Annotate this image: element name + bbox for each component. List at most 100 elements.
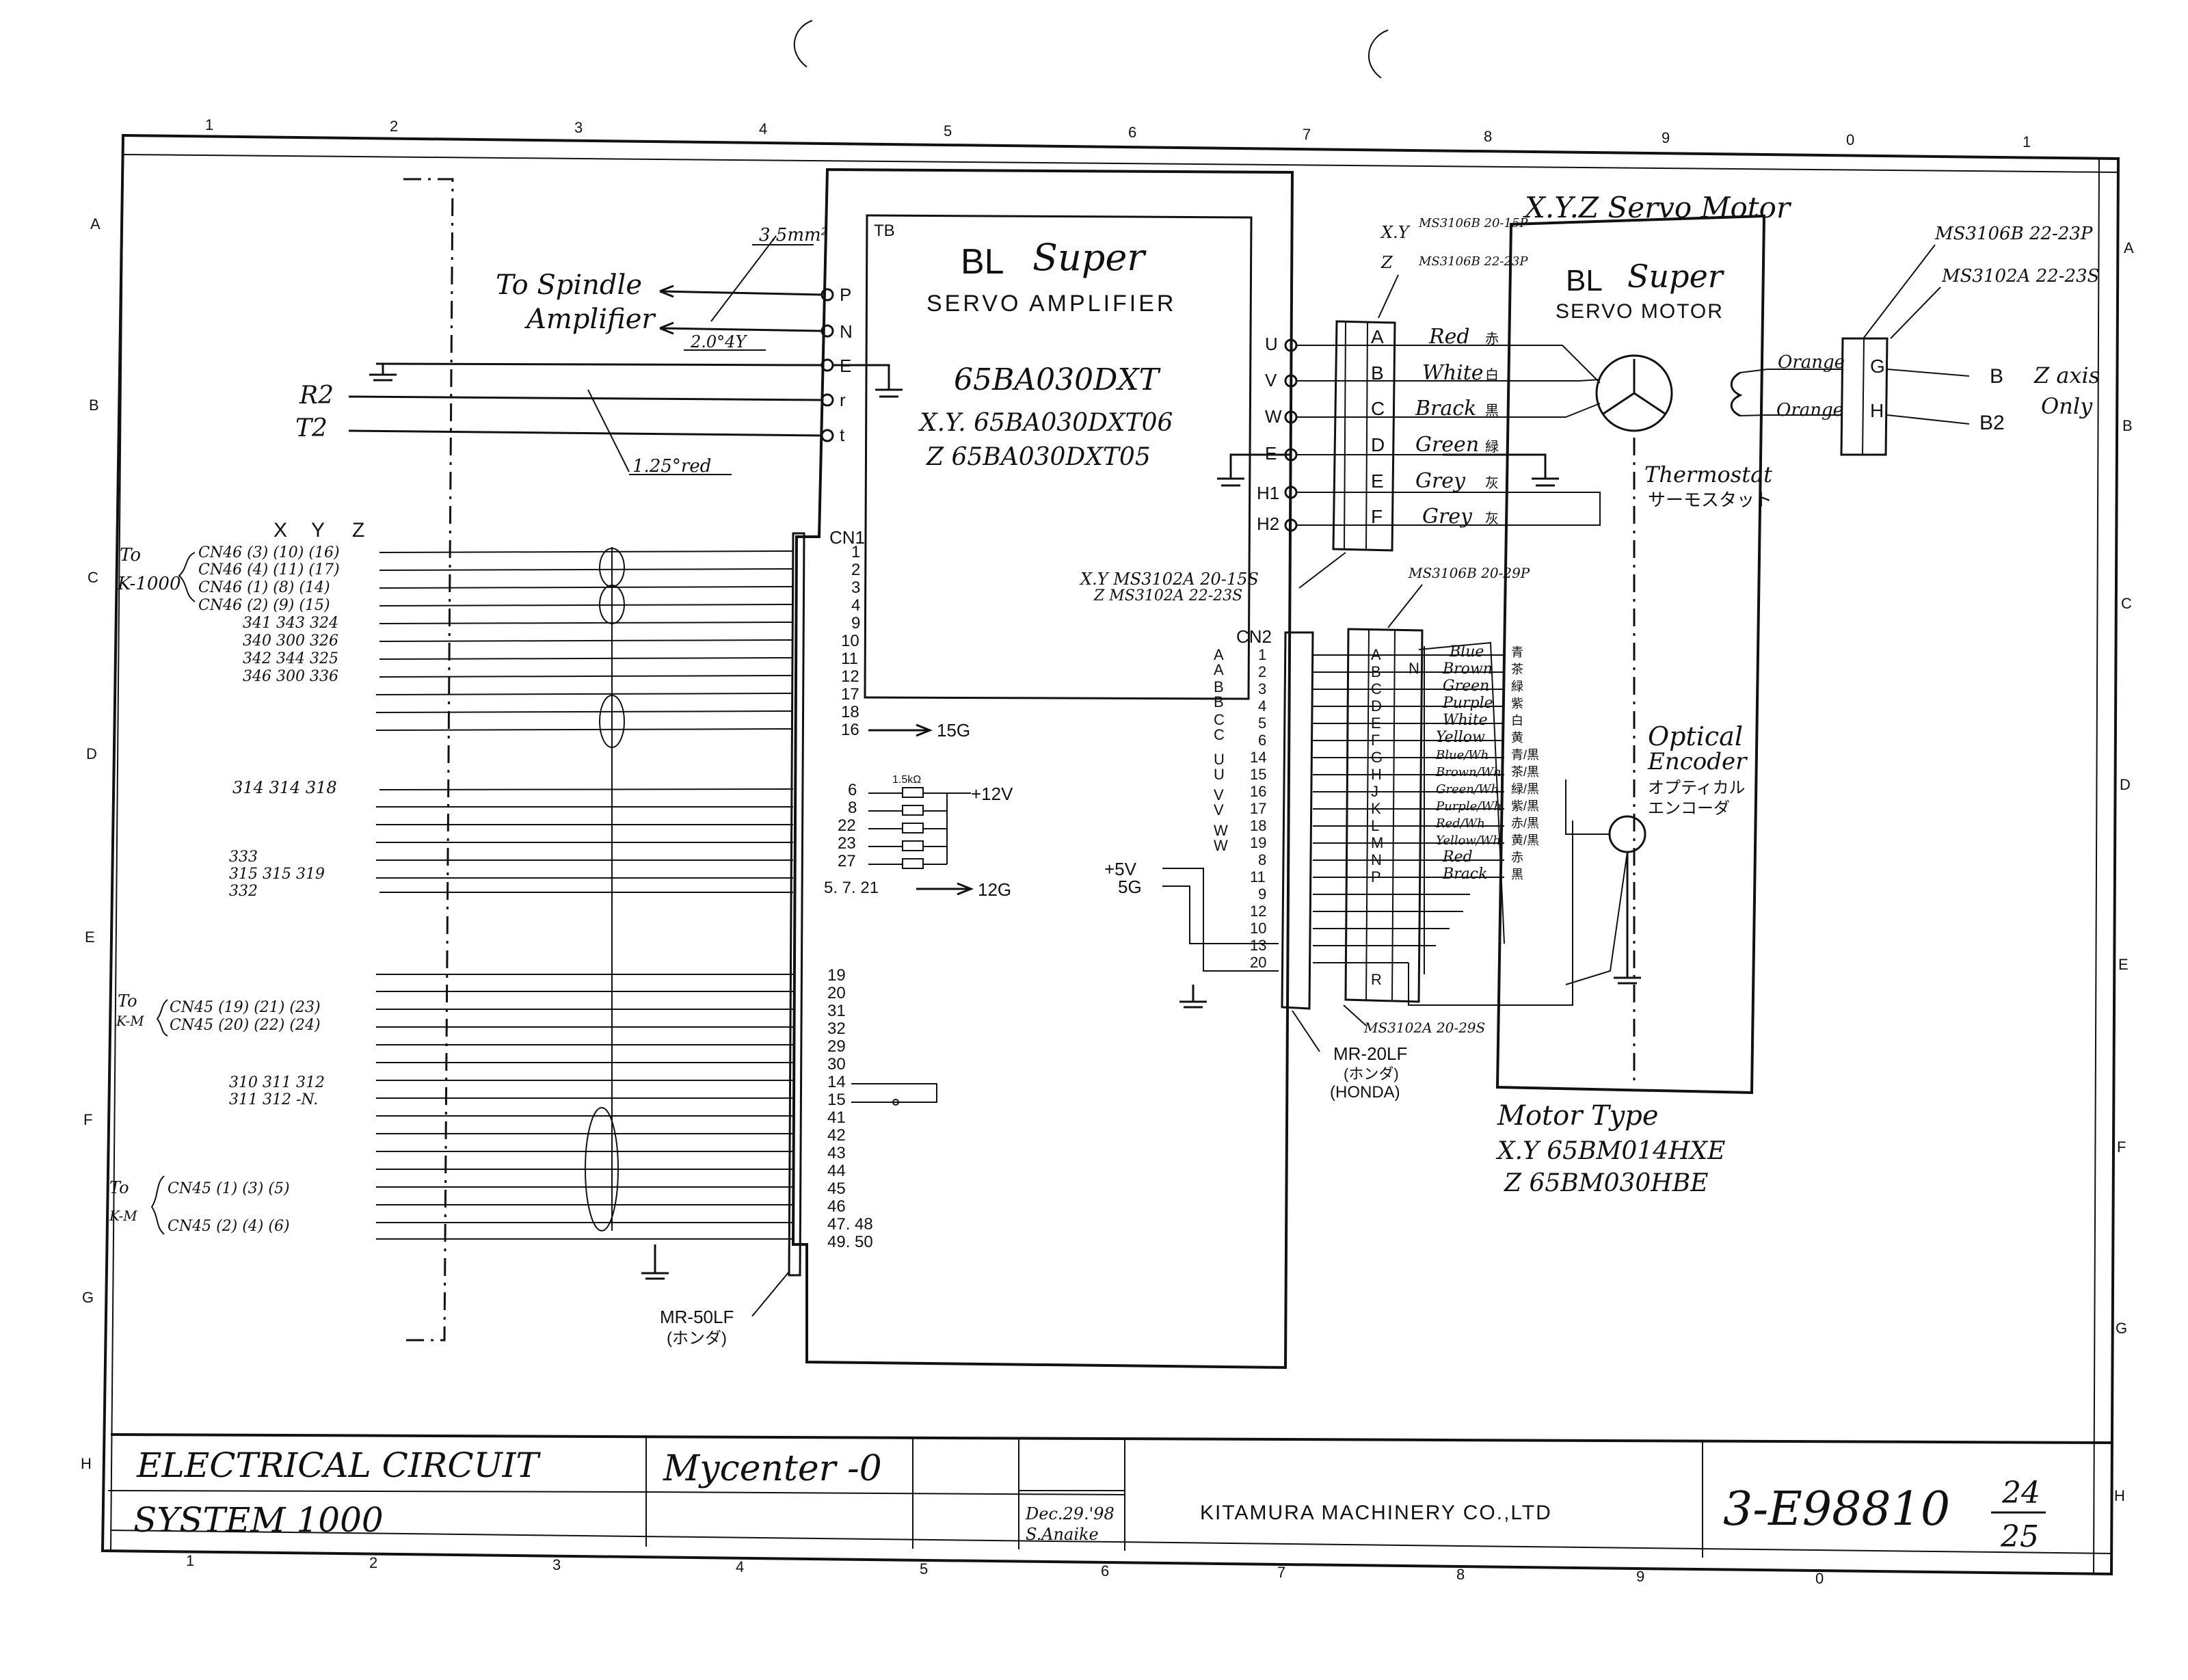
out-12v: +12V [971,784,1013,804]
cn1-pin-17: 17 [841,685,859,704]
ec-letter-p: P [1371,868,1381,885]
pc-jp-black: 黒 [1485,403,1499,418]
ec-jp-10: 紫/黒 [1511,799,1539,813]
ec-jp-11: 赤/黒 [1511,816,1539,830]
brake-pin-g: G [1870,356,1885,377]
row-right-e: E [2118,956,2129,973]
pc-pin-a: A [1371,326,1384,347]
col-top-3: 3 [574,119,583,136]
cn1-connector: MR-50LF (ホンダ) [660,532,805,1348]
tb-pin-v: V [1265,370,1277,390]
ec-color-7: Blue/Wh [1435,748,1489,762]
bot-nums-1: 310 311 312 [229,1074,325,1091]
cn1-pin-22: 22 [838,816,856,835]
title-line-1: ELECTRICAL CIRCUIT [136,1445,541,1485]
k1000-label: K-1000 [117,574,181,594]
lower-c-label: 332 [229,883,258,900]
thermostat-jp: サーモスタット [1648,490,1772,510]
brake-pin-h: H [1870,400,1884,421]
cn1-pin-2: 2 [851,561,860,579]
ec-jp-7: 青/黒 [1511,748,1539,762]
cn1-pin-11: 11 [841,650,858,668]
num-row-1: 341 343 324 [243,615,338,632]
ec-color-2: Brown [1442,661,1493,678]
pc-jp-grey1: 灰 [1485,475,1499,491]
cn1-pin-20: 20 [827,984,846,1002]
cn1-pin-15: 15 [827,1091,846,1109]
cn2-letter-2: A [1214,661,1224,678]
ec-jp-1: 青 [1511,645,1523,659]
amp-cn1: CN1 [829,527,865,548]
cn1-pin-6: 6 [848,781,857,799]
wire-35-label: 3.5mm² [759,225,828,245]
cn1-pin-27: 27 [838,852,856,870]
km-label-1: K-M [116,1013,144,1029]
ec-jp-12: 黄/黒 [1511,834,1539,847]
cn2-letter-7: U [1214,751,1225,768]
cn1-pin-29: 29 [827,1037,846,1056]
to-label-1: To [120,545,141,565]
cn2-letter-10: V [1214,801,1224,818]
encoder-connector: MS3106B 20-29P A A B B C C U U V V W W 1… [1104,565,1573,1102]
cn2-pin-5: 5 [1258,715,1266,732]
amp-model-z: Z 65BA030DXT05 [926,443,1151,471]
out-15g: 15G [937,720,970,741]
pc-bottom-xy: X.Y MS3102A 20-15S [1079,570,1259,589]
amp-cn2: CN2 [1236,626,1272,647]
row-right-a: A [2124,239,2134,256]
cn1-pin-23: 23 [838,834,856,853]
cn1-pin-1: 1 [851,543,860,561]
ec-letter-e: E [1371,715,1381,732]
ec-color-12: Yellow/Wh [1436,834,1501,848]
cn1-plug: MR-50LF [660,1307,734,1327]
ec-plug-maker: (HONDA) [1330,1083,1400,1102]
row-left-d: D [86,745,97,762]
ec-letter-m: M [1371,834,1383,851]
title-date: Dec.29.'98 [1025,1504,1115,1523]
brake-note-1: Z axis [2033,362,2100,388]
cn45-a-row-2: CN45 (20) (22) (24) [170,1017,321,1034]
row-right-b: B [2122,417,2133,434]
to-label-2: To [118,991,137,1011]
ec-letter-a: A [1371,646,1381,663]
cn45-b-row-1: CN45 (1) (3) (5) [168,1180,290,1197]
encoder-jp-2: エンコーダ [1648,799,1730,818]
lower-a-label: 333 [229,849,258,866]
ec-letter-f: F [1371,732,1380,749]
cn2-pin-15: 15 [1250,766,1266,783]
twist-marker: N [1409,660,1419,677]
left-connector-labels: X Y Z To K-1000 CN46 (3) (10) (16) CN46 … [109,519,364,1235]
ec-color-14: Brack [1442,866,1487,883]
ec-jp-5: 白 [1511,714,1523,728]
ec-letter-h: H [1371,766,1382,783]
num-row-2: 340 300 326 [243,632,338,650]
title-total: 25 [2000,1519,2039,1554]
ec-plus5v: +5V [1104,859,1137,879]
cn1-pin-4748: 47. 48 [827,1215,873,1234]
cn1-pin-31: 31 [827,1002,846,1020]
encoder-jp-1: オプティカル [1648,779,1746,797]
cn46-row-4: CN46 (2) (9) (15) [198,597,330,614]
xyz-header-z: Z [352,519,364,542]
tb-pin-e2: E [1265,443,1277,464]
cn1-pin-45: 45 [827,1179,846,1198]
ec-color-10: Purple/Wh [1435,799,1502,814]
amp-tb-label: TB [874,222,895,240]
cn2-pin-1: 1 [1258,646,1266,663]
ec-letter-l: L [1371,817,1379,834]
col-bot-5: 5 [920,1560,928,1577]
row-left-b: B [89,397,99,414]
ec-jp-9: 緑/黒 [1511,782,1539,796]
cn2-letter-5: C [1214,711,1225,728]
pc-pin-c: C [1371,398,1385,419]
cn2-letter-8: U [1214,766,1225,783]
motor-type-xy: X.Y 65BM014HXE [1495,1137,1725,1165]
cn1-pin-8: 8 [848,799,857,817]
brake-out-b2: B2 [1979,412,2005,434]
cn2-pin-14: 14 [1250,749,1266,766]
row-right-h: H [2114,1487,2125,1504]
ec-letter-r: R [1371,971,1382,988]
pc-color-grey1: Grey [1415,469,1466,493]
row-right-d: D [2120,776,2131,793]
cn1-pin-16: 16 [841,721,859,739]
